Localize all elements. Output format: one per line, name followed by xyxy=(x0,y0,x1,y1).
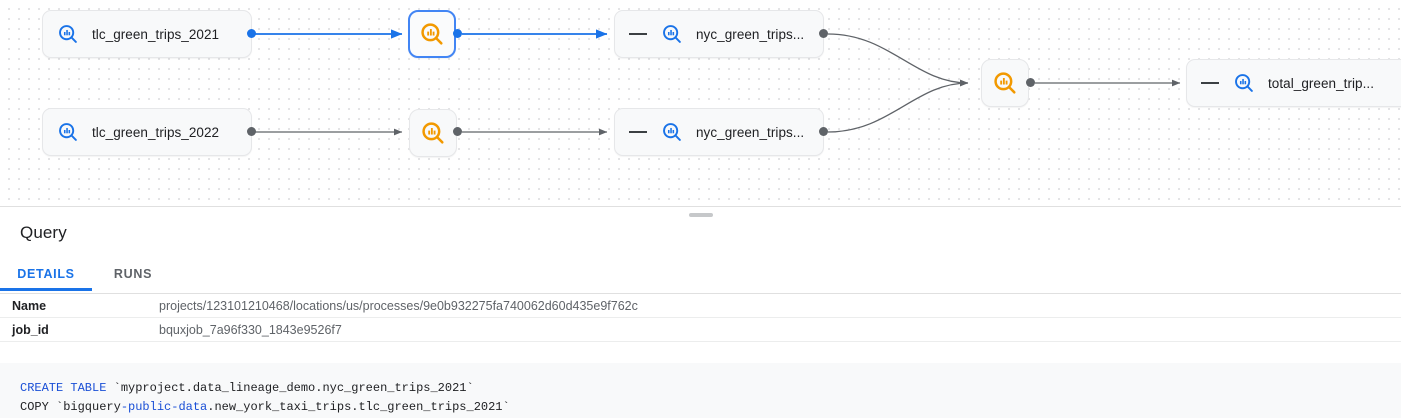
details-table: Name projects/123101210468/locations/us/… xyxy=(0,294,1401,342)
bigquery-table-icon xyxy=(661,121,683,143)
graph-node-label: tlc_green_trips_2021 xyxy=(92,26,220,42)
detail-value: bquxjob_7a96f330_1843e9526f7 xyxy=(159,322,342,337)
table-row: job_id bquxjob_7a96f330_1843e9526f7 xyxy=(0,318,1401,342)
bigquery-process-icon xyxy=(420,120,446,146)
graph-node-process-selected[interactable] xyxy=(408,10,456,58)
table-row: Name projects/123101210468/locations/us/… xyxy=(0,294,1401,318)
detail-key: job_id xyxy=(12,322,49,337)
query-details-panel: Query DETAILS RUNS Name projects/1231012… xyxy=(0,206,1401,418)
panel-resize-handle[interactable] xyxy=(688,213,713,217)
bigquery-table-icon xyxy=(57,121,79,143)
graph-node-nyc-green-trips-2022[interactable]: nyc_green_trips... xyxy=(614,108,824,156)
sql-code-block[interactable]: CREATE TABLE `myproject.data_lineage_dem… xyxy=(0,363,1401,418)
graph-node-process-merge[interactable] xyxy=(981,59,1029,107)
graph-node-label: total_green_trip... xyxy=(1268,75,1375,91)
graph-node-output-port[interactable] xyxy=(1026,78,1035,87)
collapse-minus-icon[interactable] xyxy=(1201,82,1219,84)
bigquery-process-icon xyxy=(992,70,1018,96)
collapse-minus-icon[interactable] xyxy=(629,33,647,35)
graph-node-output-port[interactable] xyxy=(819,29,828,38)
bigquery-table-icon xyxy=(57,23,79,45)
graph-node-output-port[interactable] xyxy=(247,29,256,38)
graph-node-output-port[interactable] xyxy=(453,29,462,38)
detail-value: projects/123101210468/locations/us/proce… xyxy=(159,298,638,313)
panel-tabs: DETAILS RUNS xyxy=(0,262,1401,294)
graph-node-tlc-green-trips-2022[interactable]: tlc_green_trips_2022 xyxy=(42,108,252,156)
detail-key: Name xyxy=(12,298,47,313)
graph-node-tlc-green-trips-2021[interactable]: tlc_green_trips_2021 xyxy=(42,10,252,58)
collapse-minus-icon[interactable] xyxy=(629,131,647,133)
sql-text: COPY `bigquery xyxy=(20,400,121,414)
graph-node-label: nyc_green_trips... xyxy=(696,26,805,42)
tab-details[interactable]: DETAILS xyxy=(0,262,92,291)
panel-title: Query xyxy=(20,223,67,242)
sql-text: .new_york_taxi_trips.tlc_green_trips_202… xyxy=(207,400,510,414)
bigquery-table-icon xyxy=(1233,72,1255,94)
graph-node-nyc-green-trips-2021[interactable]: nyc_green_trips... xyxy=(614,10,824,58)
graph-node-label: tlc_green_trips_2022 xyxy=(92,124,220,140)
sql-text: `myproject.data_lineage_demo.nyc_green_t… xyxy=(106,381,474,395)
sql-keyword: CREATE TABLE xyxy=(20,381,107,395)
lineage-graph-canvas[interactable]: tlc_green_trips_2021 tlc_green_trips_202… xyxy=(0,0,1401,206)
bigquery-table-icon xyxy=(661,23,683,45)
sql-keyword: -public-data xyxy=(120,400,208,414)
graph-node-output-port[interactable] xyxy=(819,127,828,136)
graph-node-output-port[interactable] xyxy=(247,127,256,136)
bigquery-process-icon xyxy=(419,21,445,47)
graph-node-process[interactable] xyxy=(409,109,457,157)
graph-node-total-green-trips[interactable]: total_green_trip... xyxy=(1186,59,1401,107)
graph-node-output-port[interactable] xyxy=(453,127,462,136)
tab-runs[interactable]: RUNS xyxy=(113,267,153,281)
graph-node-label: nyc_green_trips... xyxy=(696,124,805,140)
